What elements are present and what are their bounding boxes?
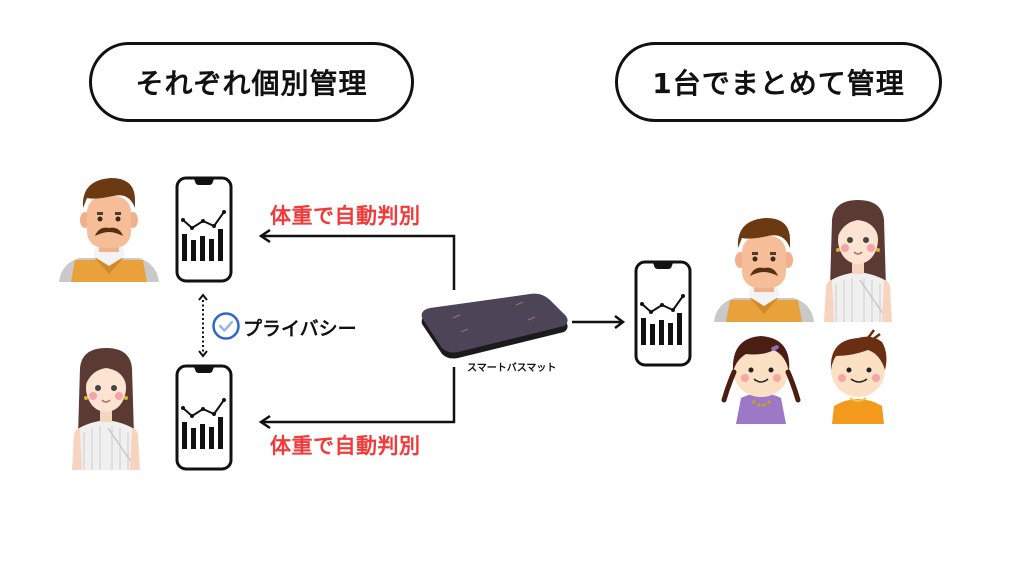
arrow-head-top — [258, 228, 271, 244]
smartphone-chart-icon — [634, 260, 692, 367]
smartphone-bottom — [175, 364, 233, 471]
smartphone-right — [634, 260, 692, 367]
woman-avatar-icon — [824, 200, 892, 322]
woman-avatar-icon — [72, 348, 140, 470]
privacy-label: プライバシー — [243, 318, 357, 340]
smartphone-top — [175, 176, 233, 283]
girl-avatar-icon — [721, 336, 801, 424]
man-avatar-right — [710, 214, 818, 322]
auto-detect-label-top: 体重で自動判別 — [270, 204, 421, 228]
arrow-head-bottom — [258, 414, 271, 430]
title-unified-management-text: 1台でまとめて管理 — [652, 67, 905, 100]
smartphone-chart-icon — [175, 176, 233, 283]
woman-avatar-right — [820, 200, 896, 322]
title-unified-management: 1台でまとめて管理 — [615, 42, 942, 122]
privacy-arrow-down — [198, 350, 208, 358]
arrow-head-right — [614, 315, 626, 329]
privacy-arrow-up — [198, 293, 208, 301]
smart-bath-mat-icon — [421, 293, 568, 359]
smartphone-chart-icon — [175, 364, 233, 471]
woman-avatar-left — [68, 348, 144, 470]
arrow-to-top-phone — [262, 234, 456, 290]
boy-avatar-icon — [830, 329, 887, 424]
auto-detect-label-bottom: 体重で自動判別 — [270, 434, 421, 458]
check-circle-icon — [212, 312, 240, 340]
arrow-to-bottom-phone — [262, 367, 456, 424]
title-individual-management: それぞれ個別管理 — [89, 42, 414, 122]
man-avatar-icon — [59, 178, 159, 282]
man-avatar-icon — [714, 218, 814, 322]
man-avatar-left — [55, 174, 163, 282]
smart-bath-mat-label: スマートバスマット — [467, 363, 557, 374]
title-individual-management-text: それぞれ個別管理 — [135, 67, 368, 100]
